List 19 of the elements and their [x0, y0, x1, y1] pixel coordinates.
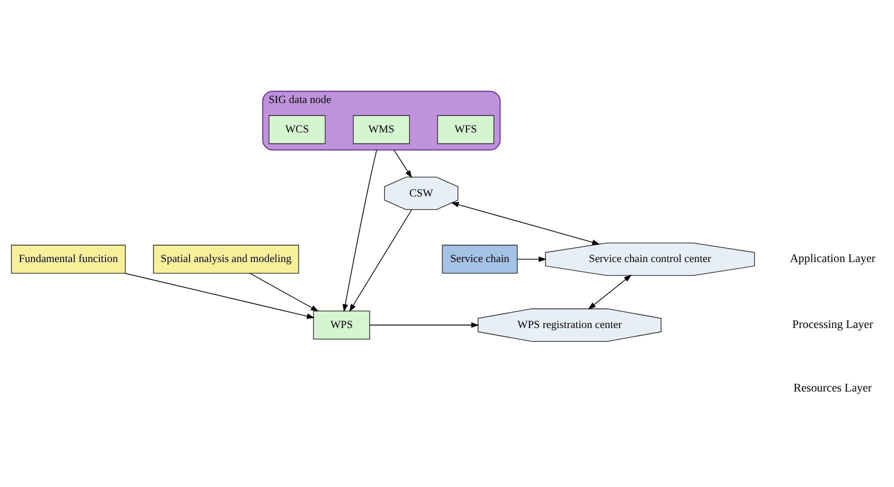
node-box: WMS — [352, 114, 410, 144]
node-box: Fundamental funcition — [10, 244, 126, 274]
arrow — [588, 274, 632, 310]
node-box: Service chain — [442, 244, 518, 274]
node-box: WPS — [313, 310, 370, 339]
node-box: Spatial analysis and modeling — [153, 244, 300, 274]
arrow — [450, 202, 600, 244]
arrow — [516, 256, 547, 262]
arrow — [394, 149, 412, 178]
node-box: WFS — [437, 114, 494, 144]
node-box: WCS — [268, 114, 326, 144]
arrow — [342, 149, 378, 312]
arrow — [124, 272, 315, 318]
label: Resources Layer — [794, 381, 872, 394]
label: Application Layer — [790, 251, 876, 264]
label: Processing Layer — [792, 317, 874, 330]
arrow — [349, 208, 412, 312]
arrow — [369, 322, 480, 328]
arrow — [250, 272, 319, 312]
